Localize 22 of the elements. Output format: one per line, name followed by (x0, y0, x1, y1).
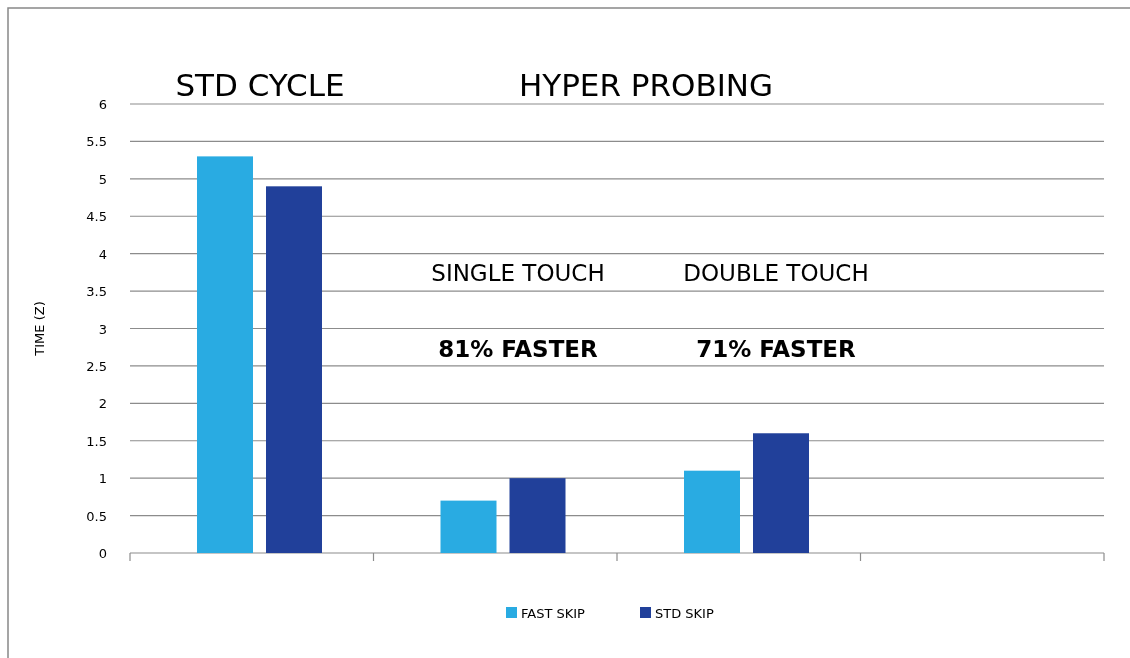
annotation: DOUBLE TOUCH (683, 260, 869, 286)
tick-label: 4.5 (86, 209, 107, 225)
tick-label: 5.5 (86, 134, 107, 150)
annotation: 81% FASTER (438, 336, 598, 362)
legend-label: STD SKIP (655, 606, 714, 621)
tick-label: 1.5 (86, 433, 107, 449)
tick-label: 5 (98, 171, 107, 187)
annotation: 71% FASTER (696, 336, 856, 362)
annotation: STD CYCLE (175, 67, 345, 103)
tick-label: 6 (98, 97, 107, 112)
tick-label: 4 (98, 246, 107, 262)
axis-title: TIME (Z) (32, 301, 47, 356)
legend-label: FAST SKIP (521, 606, 585, 621)
annotation: HYPER PROBING (518, 67, 774, 103)
annotation: SINGLE TOUCH (431, 260, 605, 286)
tick-label: 0.5 (86, 508, 107, 524)
tick-label: 1 (98, 471, 107, 487)
tick-label: 2 (98, 396, 107, 412)
tick-label: 0 (98, 546, 107, 561)
tick-label: 3.5 (86, 284, 107, 300)
tick-label: 3 (98, 321, 107, 337)
tick-label: 2.5 (86, 358, 107, 374)
